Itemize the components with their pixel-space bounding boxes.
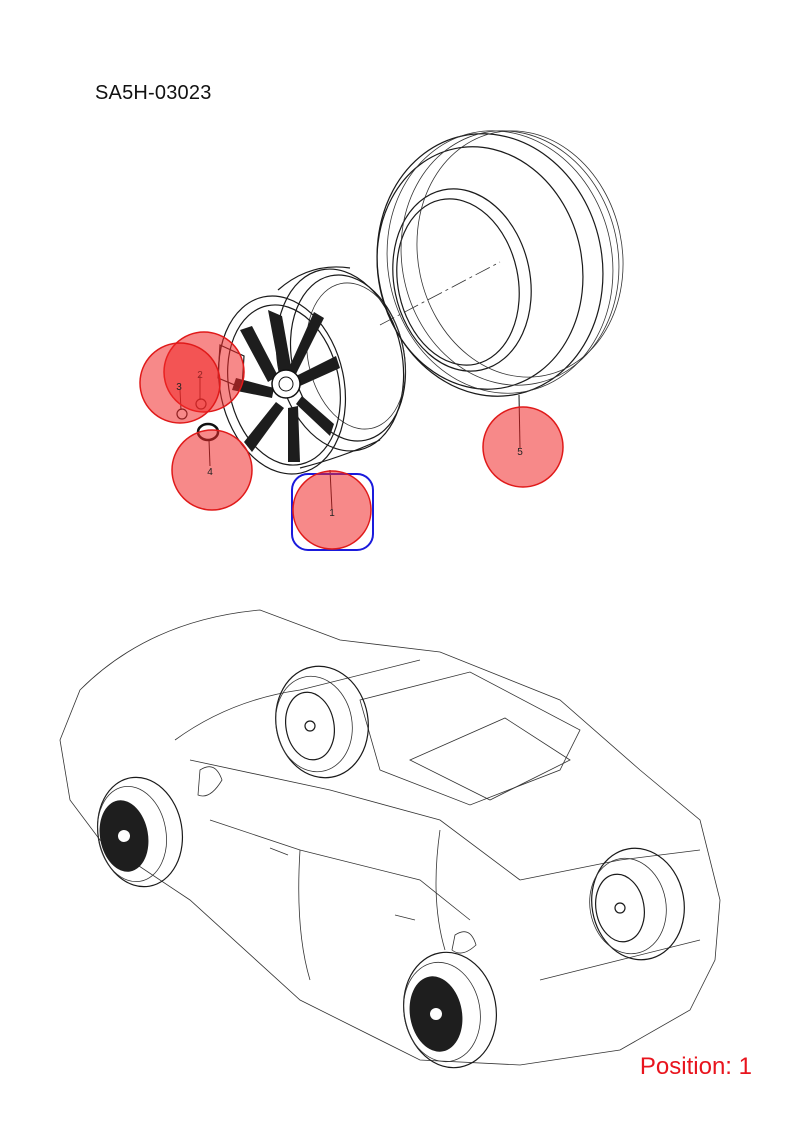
vehicle-wheel-rear-spare	[589, 847, 685, 961]
vehicle-outline	[59, 609, 721, 1069]
callout-3[interactable]: 3	[139, 342, 221, 424]
callout-4-number: 4	[207, 467, 213, 478]
position-label: Position: 1	[639, 1053, 752, 1080]
vehicle-wheel-front-left	[96, 776, 184, 888]
vehicle-wheel-roof	[275, 665, 369, 779]
callout-5-number: 5	[517, 447, 523, 458]
vehicle-wheel-rear-left	[402, 951, 498, 1069]
callout-1[interactable]: 1	[291, 470, 374, 551]
rim-drawing	[217, 261, 501, 475]
callout-4[interactable]: 4	[171, 429, 253, 511]
callout-5[interactable]: 5	[482, 406, 564, 488]
callout-3-number: 3	[176, 382, 182, 393]
diagram-code: SA5H-03023	[95, 82, 212, 104]
tyre-drawing	[376, 130, 624, 397]
callout-1-number: 1	[329, 508, 335, 519]
